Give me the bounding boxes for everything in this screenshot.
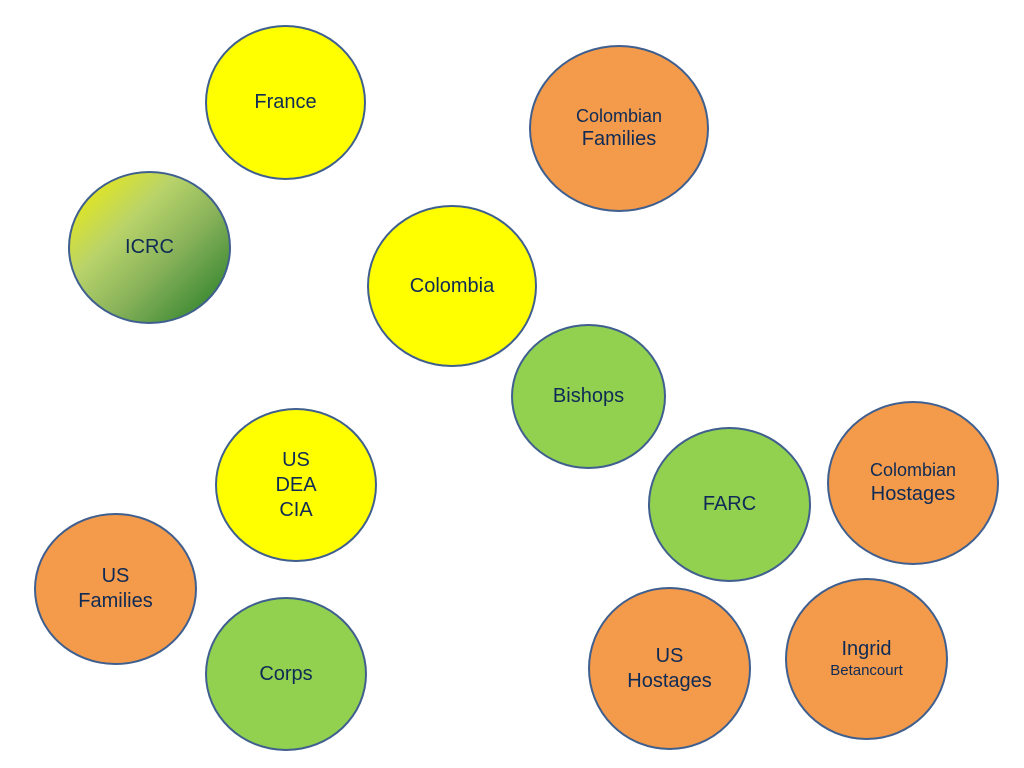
node-us-hostages-line2: Hostages <box>627 669 712 692</box>
node-colombia: Colombia <box>367 205 537 367</box>
node-ingrid-betancourt-line2: Betancourt <box>830 662 903 680</box>
node-corps-label: Corps <box>259 662 313 685</box>
node-colombian-families-line1: Colombian <box>575 105 663 126</box>
node-us-families: US Families <box>34 513 197 665</box>
node-us-dea-cia-line3: CIA <box>279 498 313 521</box>
node-icrc-label: ICRC <box>125 236 174 258</box>
node-bishops: Bishops <box>511 324 666 469</box>
node-us-dea-cia: US DEA CIA <box>215 408 377 562</box>
node-colombian-hostages: Colombian Hostages <box>827 401 999 565</box>
node-ingrid-betancourt: Ingrid Betancourt <box>785 578 948 740</box>
node-us-dea-cia-line1: US <box>282 448 310 471</box>
node-us-families-line1: US <box>101 565 130 587</box>
node-colombian-families: Colombian Families <box>529 45 709 212</box>
node-france-label: France <box>254 91 317 113</box>
node-bishops-label: Bishops <box>552 385 625 407</box>
node-farc-label: FARC <box>702 493 757 515</box>
node-us-hostages: US Hostages <box>588 587 751 750</box>
node-france: France <box>205 25 366 180</box>
node-colombia-label: Colombia <box>409 274 495 297</box>
node-colombian-hostages-line2: Hostages <box>870 482 956 505</box>
node-farc: FARC <box>648 427 811 582</box>
node-us-hostages-line1: US <box>655 644 684 667</box>
node-corps: Corps <box>205 597 367 751</box>
node-ingrid-betancourt-line1: Ingrid <box>841 638 892 661</box>
node-us-dea-cia-line2: DEA <box>275 473 317 496</box>
node-us-families-line2: Families <box>78 590 153 612</box>
node-icrc: ICRC <box>68 171 231 324</box>
node-colombian-hostages-line1: Colombian <box>869 460 957 481</box>
node-colombian-families-line2: Families <box>581 128 657 151</box>
